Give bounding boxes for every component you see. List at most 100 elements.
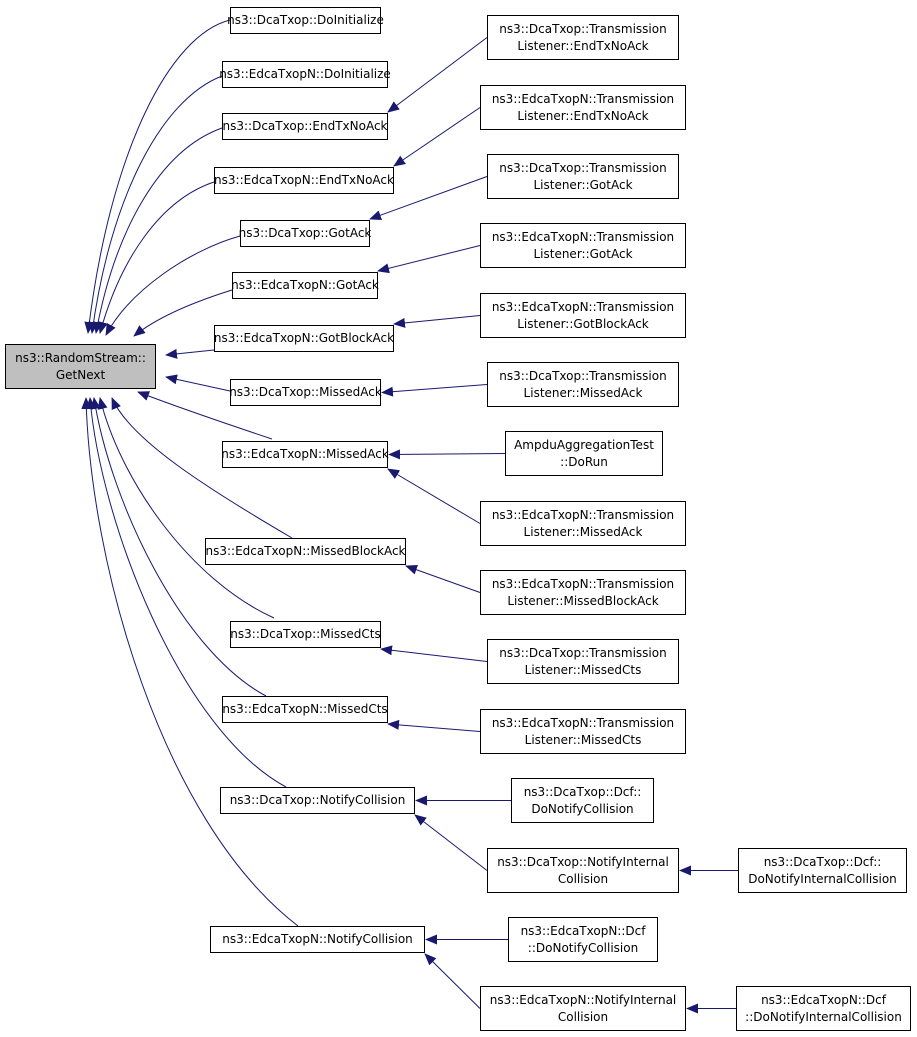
node-dcf-donotifyinternal[interactable]: ns3::DcaTxop::Dcf::DoNotifyInternalColli… [738,848,907,893]
root-node-randomstream-getnext: ns3::RandomStream::GetNext [5,344,156,389]
node-dcatxop-notifycollision[interactable]: ns3::DcaTxop::NotifyCollision [220,787,415,814]
node-label-line: ns3::DcaTxop::NotifyCollision [229,793,406,807]
edge-tl-edca-endtxnoack-to-edca-endtxnoack [393,107,481,167]
node-dcf-donotifycollision[interactable]: ns3::DcaTxop::Dcf::DoNotifyCollision [511,778,654,823]
edge-dcatxop-gotack-to-root [105,235,241,336]
node-label-line: ns3::RandomStream:: [15,350,146,365]
node-edca-endtxnoack[interactable]: ns3::EdcaTxopN::EndTxNoAck [214,167,394,194]
node-label-line: ns3::EdcaTxopN::MissedCts [222,702,388,716]
node-dcatxop-gotack[interactable]: ns3::DcaTxop::GotAck [238,220,372,247]
node-label-line: Listener::GotAck [533,177,633,192]
node-label-line: Listener::GotAck [533,246,633,261]
node-edcadcf-donotifyinternal[interactable]: ns3::EdcaTxopN::Dcf::DoNotifyInternalCol… [736,986,911,1031]
node-edcadcf-donotifycollision[interactable]: ns3::EdcaTxopN::Dcf::DoNotifyCollision [508,917,658,962]
node-label-line: Listener::MissedAck [523,524,643,539]
edge-dcatxop-notifycollision-to-root [85,397,287,788]
node-label-line: ns3::EdcaTxopN::GotBlockAck [213,331,395,345]
node-label-line: ns3::EdcaTxopN::DoInitialize [219,67,391,81]
edge-edca-missedcts-to-root [90,397,267,697]
node-label-line: ns3::DcaTxop::GotAck [238,226,372,240]
node-label-line: GetNext [55,367,106,382]
node-label-line: ns3::DcaTxop::MissedAck [229,385,382,399]
node-dcatxop-endtxnoack[interactable]: ns3::DcaTxop::EndTxNoAck [222,113,388,140]
node-edca-notifycollision[interactable]: ns3::EdcaTxopN::NotifyCollision [210,926,425,953]
edge-edca-notifycollision-to-root [81,397,299,927]
node-ampdu-dorun[interactable]: AmpduAggregationTest::DoRun [505,431,663,476]
node-label-line: ns3::EdcaTxopN::Transmission [491,576,675,591]
node-label-line: ns3::DcaTxop::MissedCts [230,627,381,641]
node-edca-missedblockack[interactable]: ns3::EdcaTxopN::MissedBlockAck [205,538,406,565]
edge-dcatxop-doinit-to-root [84,19,231,334]
node-label-line: ns3::DcaTxop::Transmission [499,645,667,660]
node-dcatxop-doinit[interactable]: ns3::DcaTxop::DoInitialize [227,7,384,34]
node-label-line: ::DoRun [560,454,608,469]
node-label-line: Collision [557,1009,609,1024]
edge-tl-dca-endtxnoack-to-dcatxop-endtxnoack [387,37,488,113]
node-label-line: Listener::MissedAck [523,385,643,400]
edge-tl-edca-missedcts-to-edca-missedcts [387,719,481,732]
edge-edca-gotblockack-to-root [165,348,215,359]
node-label-line: ns3::EdcaTxopN::EndTxNoAck [214,173,394,187]
edge-dca-notifyinternal-to-dcatxop-notifycollision [414,814,488,871]
node-edca-doinit[interactable]: ns3::EdcaTxopN::DoInitialize [219,61,391,88]
node-label-line: ::DoNotifyInternalCollision [745,1009,902,1024]
node-label-line: ns3::DcaTxop::Dcf:: [763,854,882,869]
node-dcatxop-missedcts[interactable]: ns3::DcaTxop::MissedCts [230,621,381,648]
node-label-line: ns3::EdcaTxopN::MissedAck [221,447,389,461]
edge-tl-dca-missedack-to-dcatxop-missedack [381,384,488,397]
edge-dcatxop-endtxnoack-to-root [93,127,223,334]
node-label-line: Listener::MissedCts [524,732,642,747]
node-label-line: ns3::EdcaTxopN::GotAck [231,278,379,292]
node-edca-missedack[interactable]: ns3::EdcaTxopN::MissedAck [221,441,389,468]
node-label-line: DoNotifyCollision [531,801,634,816]
node-label-line: Listener::MissedBlockAck [507,593,659,608]
node-label-line: Collision [557,871,609,886]
edge-tl-dca-gotack-to-dcatxop-gotack [369,176,488,220]
node-label-line: ns3::EdcaTxopN::NotifyCollision [222,932,413,946]
node-dcatxop-missedack[interactable]: ns3::DcaTxop::MissedAck [229,379,382,406]
edge-tl-edca-missedack-to-edca-missedack [387,468,481,524]
edge-edca-missedblockack-to-root [111,397,293,539]
node-label-line: ns3::EdcaTxopN::Dcf [761,992,886,1007]
edge-edca-notifyinternal-to-edca-notifycollision [424,953,481,1009]
edge-tl-edca-gotblockack-to-edca-gotblockack [393,315,481,328]
node-label-line: ns3::EdcaTxopN::Dcf [520,923,646,938]
node-label-line: ns3::EdcaTxopN::MissedBlockAck [205,544,406,558]
node-edca-missedcts[interactable]: ns3::EdcaTxopN::MissedCts [222,696,388,723]
node-label-line: ns3::DcaTxop::Dcf:: [523,784,642,799]
node-label-line: ns3::EdcaTxopN::Transmission [491,91,675,106]
node-label-line: ns3::EdcaTxopN::NotifyInternal [489,992,677,1007]
node-label-line: Listener::MissedCts [524,662,642,677]
edge-edca-endtxnoack-to-root [98,181,215,334]
node-label-line: Listener::EndTxNoAck [517,38,649,53]
node-label-line: ns3::EdcaTxopN::Transmission [491,507,675,522]
edge-dcatxop-missedcts-to-root [97,397,275,619]
node-edca-gotack[interactable]: ns3::EdcaTxopN::GotAck [231,272,379,299]
node-edca-gotblockack[interactable]: ns3::EdcaTxopN::GotBlockAck [214,325,394,352]
edge-tl-edca-missedblockack-to-edca-missedblockack [405,565,481,593]
node-label-line: AmpduAggregationTest [514,437,654,452]
edge-edca-doinit-to-root [88,75,223,334]
node-label-line: ns3::EdcaTxopN::Transmission [491,229,675,244]
node-label-line: ns3::DcaTxop::NotifyInternal [497,854,669,869]
edge-edca-missedack-to-root [137,391,273,440]
node-label-line: ns3::EdcaTxopN::Transmission [491,299,675,314]
node-label-line: DoNotifyInternalCollision [748,871,897,886]
node-label-line: ns3::DcaTxop::Transmission [499,21,667,36]
edge-edca-gotack-to-root [133,289,233,337]
node-label-line: Listener::EndTxNoAck [517,108,649,123]
